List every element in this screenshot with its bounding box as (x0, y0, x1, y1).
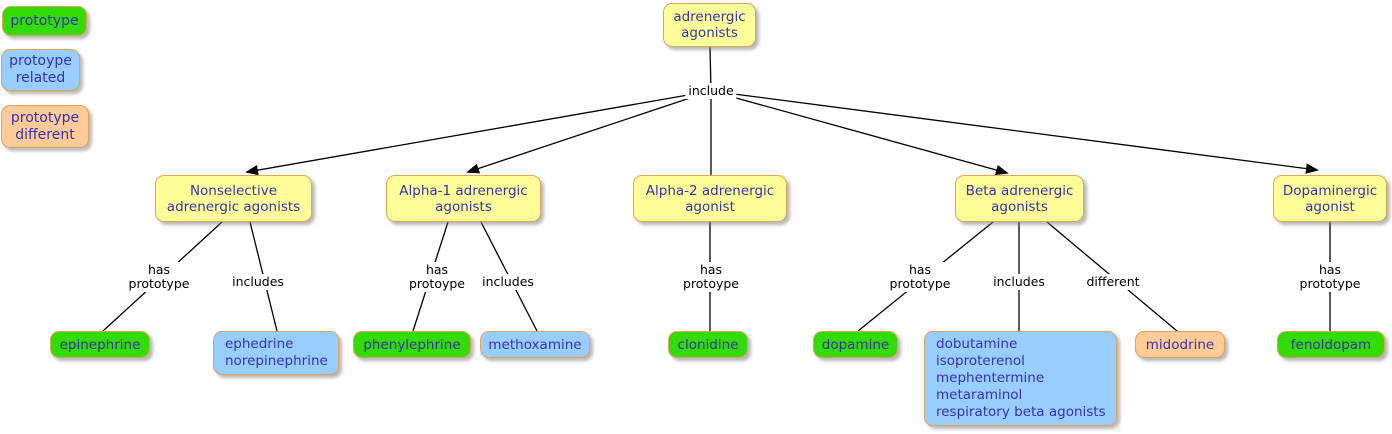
legend-prototype-box[interactable]: prototype (2, 6, 87, 36)
link-label-dopaminergic-has-prototype[interactable]: has prototype (1296, 262, 1364, 292)
link-label-nonselective-has-prototype[interactable]: has prototype (125, 262, 193, 292)
link-label-alpha1-includes[interactable]: includes (479, 274, 537, 290)
drug-methoxamine[interactable]: methoxamine (480, 331, 590, 358)
drug-ephedrine-norepinephrine[interactable]: ephedrine norepinephrine (213, 331, 339, 375)
link-label-alpha1-has-protoype[interactable]: has protoype (405, 262, 469, 292)
drug-midodrine[interactable]: midodrine (1135, 331, 1225, 358)
link-label-alpha2-has-protoype[interactable]: has protoype (679, 262, 743, 292)
drug-epinephrine[interactable]: epinephrine (50, 331, 150, 358)
concept-dopaminergic-agonist[interactable]: Dopaminergic agonist (1273, 175, 1387, 222)
concept-alpha2-adrenergic-agonist[interactable]: Alpha-2 adrenergic agonist (633, 175, 787, 222)
concept-adrenergic-agonists[interactable]: adrenergic agonists (663, 3, 756, 47)
drug-fenoldopam[interactable]: fenoldopam (1277, 331, 1385, 358)
concept-alpha1-adrenergic-agonists[interactable]: Alpha-1 adrenergic agonists (386, 175, 541, 222)
link-label-beta-has-prototype[interactable]: has prototype (886, 262, 954, 292)
link-label-nonselective-includes[interactable]: includes (229, 274, 287, 290)
drug-phenylephrine[interactable]: phenylephrine (353, 331, 471, 358)
link-label-beta-different[interactable]: different (1083, 274, 1143, 290)
link-label-include[interactable]: include (685, 83, 737, 99)
link-label-beta-includes[interactable]: includes (990, 274, 1048, 290)
concept-nonselective-adrenergic-agonists[interactable]: Nonselective adrenergic agonists (155, 175, 312, 222)
concept-beta-adrenergic-agonists[interactable]: Beta adrenergic agonists (955, 175, 1084, 222)
legend-prototype-different-box[interactable]: prototype different (1, 105, 89, 148)
drug-beta-includes-group[interactable]: dobutamine isoproterenol mephentermine m… (924, 331, 1117, 426)
drug-dopamine[interactable]: dopamine (813, 331, 898, 358)
legend-prototype-related-box[interactable]: protoype related (1, 49, 80, 91)
drug-clonidine[interactable]: clonidine (668, 331, 748, 358)
